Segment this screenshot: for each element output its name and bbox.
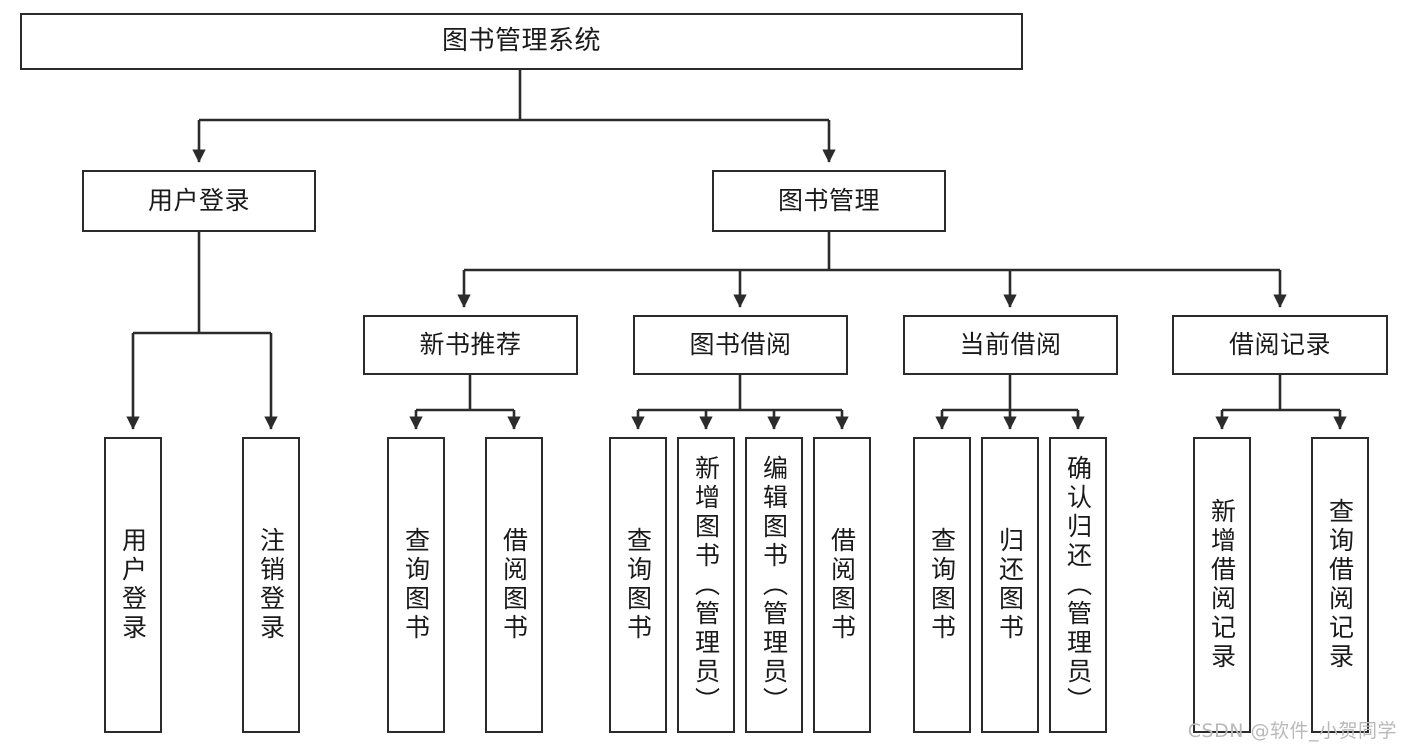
leaf-confirm-return[interactable]: 确认归还（管理员） [1049, 437, 1107, 733]
node-borrow-record[interactable]: 借阅记录 [1172, 315, 1388, 375]
leaf-add-book-label: 新增图书（管理员） [691, 454, 721, 716]
leaf-query-book-3[interactable]: 查询图书 [913, 437, 971, 733]
node-user-login-label: 用户登录 [147, 186, 250, 216]
node-root[interactable]: 图书管理系统 [20, 13, 1023, 70]
node-user-login[interactable]: 用户登录 [82, 170, 316, 232]
node-borrow-record-label: 借阅记录 [1228, 330, 1331, 360]
node-book-management-label: 图书管理 [777, 186, 880, 216]
leaf-user-login[interactable]: 用户登录 [104, 437, 162, 733]
node-root-label: 图书管理系统 [441, 26, 601, 57]
leaf-query-book-2[interactable]: 查询图书 [609, 437, 667, 733]
leaf-query-book-1[interactable]: 查询图书 [387, 437, 445, 733]
leaf-add-record[interactable]: 新增借阅记录 [1193, 437, 1251, 733]
leaf-borrow-book-2-label: 借阅图书 [827, 527, 857, 643]
leaf-query-book-3-label: 查询图书 [927, 527, 957, 643]
node-book-borrow-label: 图书借阅 [689, 330, 792, 360]
leaf-add-record-label: 新增借阅记录 [1207, 498, 1237, 672]
leaf-edit-book[interactable]: 编辑图书（管理员） [745, 437, 803, 733]
node-new-book-recommend-label: 新书推荐 [419, 330, 522, 360]
node-book-management[interactable]: 图书管理 [712, 170, 946, 232]
leaf-logout-label: 注销登录 [256, 527, 286, 643]
node-book-borrow[interactable]: 图书借阅 [633, 315, 848, 375]
leaf-confirm-return-label: 确认归还（管理员） [1063, 454, 1093, 716]
leaf-borrow-book-2[interactable]: 借阅图书 [813, 437, 871, 733]
leaf-query-record[interactable]: 查询借阅记录 [1311, 437, 1369, 733]
leaf-return-book-label: 归还图书 [995, 527, 1025, 643]
leaf-query-book-1-label: 查询图书 [401, 527, 431, 643]
node-current-borrow[interactable]: 当前借阅 [903, 315, 1118, 375]
node-current-borrow-label: 当前借阅 [959, 330, 1062, 360]
csdn-watermark: CSDN @软件_小贺同学 [1187, 720, 1397, 742]
leaf-borrow-book-1-label: 借阅图书 [499, 527, 529, 643]
node-new-book-recommend[interactable]: 新书推荐 [363, 315, 578, 375]
leaf-borrow-book-1[interactable]: 借阅图书 [485, 437, 543, 733]
leaf-query-record-label: 查询借阅记录 [1325, 498, 1355, 672]
leaf-add-book[interactable]: 新增图书（管理员） [677, 437, 735, 733]
leaf-query-book-2-label: 查询图书 [623, 527, 653, 643]
leaf-edit-book-label: 编辑图书（管理员） [759, 454, 789, 716]
leaf-return-book[interactable]: 归还图书 [981, 437, 1039, 733]
leaf-logout[interactable]: 注销登录 [242, 437, 300, 733]
leaf-user-login-label: 用户登录 [118, 527, 148, 643]
